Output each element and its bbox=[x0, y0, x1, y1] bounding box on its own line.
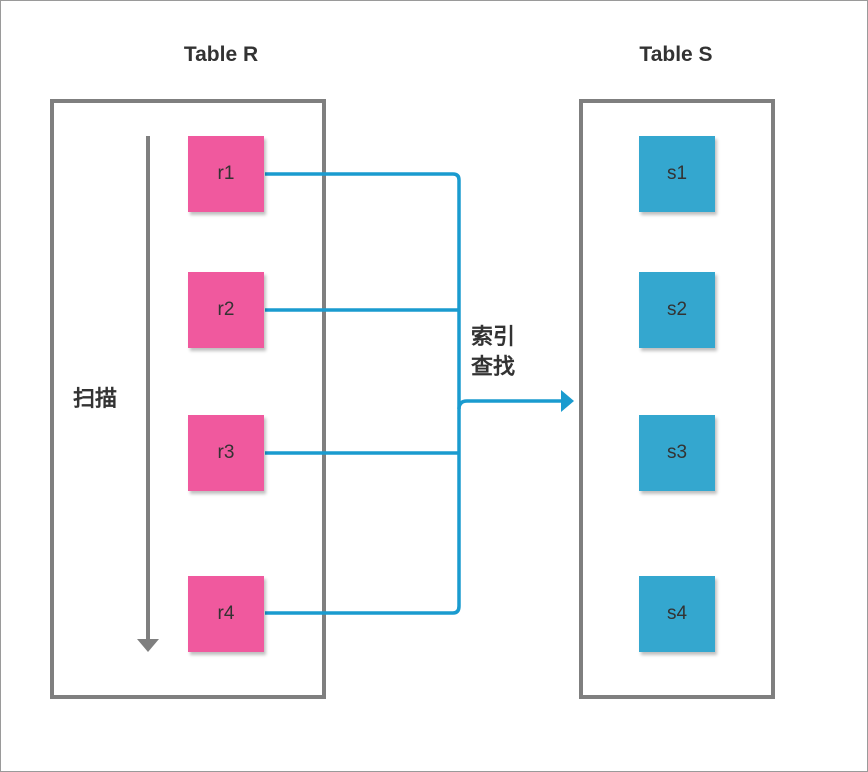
lookup-arrow-shaft bbox=[457, 399, 563, 410]
scan-label: 扫描 bbox=[73, 386, 118, 411]
table-r-title: Table R bbox=[183, 43, 259, 66]
cell-s3: s3 bbox=[639, 415, 715, 491]
lookup-arrow-head bbox=[561, 390, 574, 412]
cell-r4: r4 bbox=[188, 576, 264, 652]
table-s-box bbox=[579, 99, 775, 699]
cell-s4: s4 bbox=[639, 576, 715, 652]
scan-arrow-head bbox=[137, 639, 159, 652]
table-s-title: Table S bbox=[639, 43, 713, 66]
index-lookup-label-line2: 查找 bbox=[471, 354, 516, 379]
cell-s1: s1 bbox=[639, 136, 715, 212]
index-lookup-label-line1: 索引 bbox=[471, 324, 516, 349]
connector-bracket bbox=[265, 172, 461, 615]
table-r-box bbox=[50, 99, 326, 699]
cell-s2: s2 bbox=[639, 272, 715, 348]
cell-r1: r1 bbox=[188, 136, 264, 212]
cell-r2: r2 bbox=[188, 272, 264, 348]
cell-r3: r3 bbox=[188, 415, 264, 491]
